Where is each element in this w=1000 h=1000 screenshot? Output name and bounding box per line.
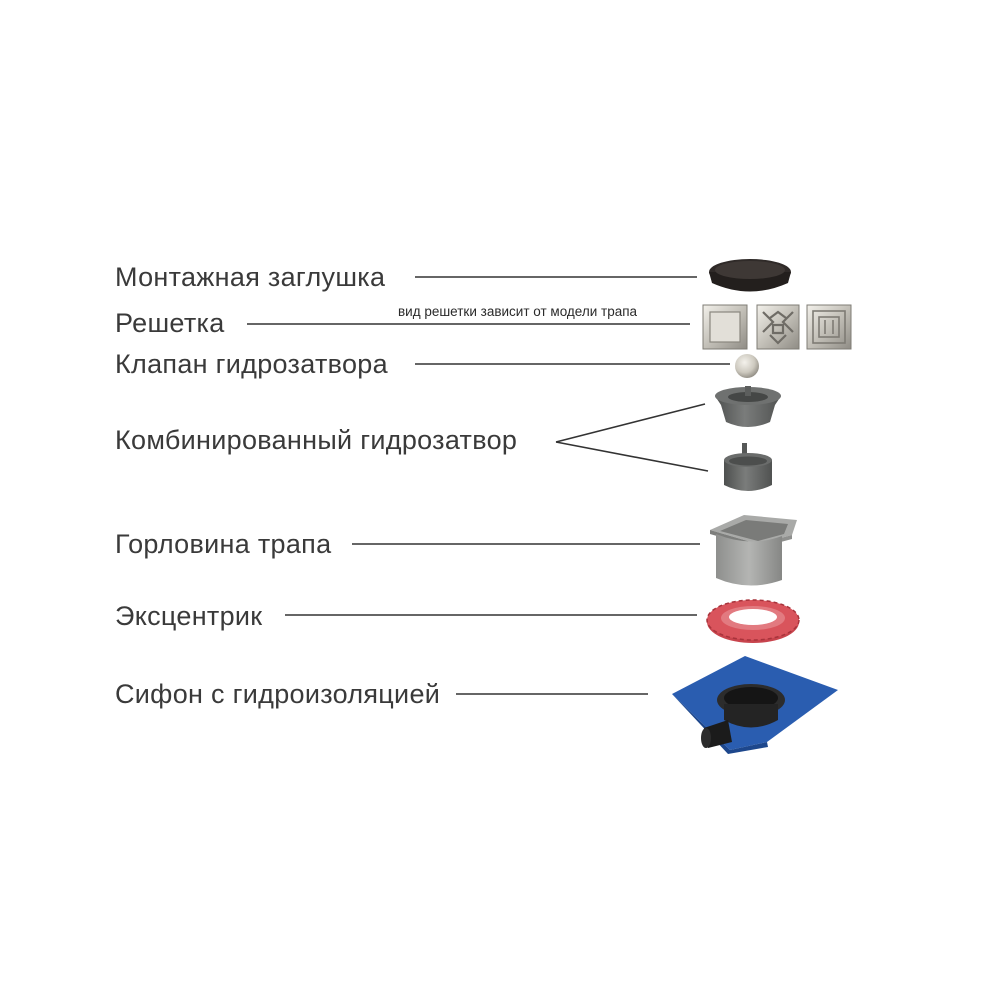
label-siphon: Сифон с гидроизоляцией [115,679,441,709]
leader-combined-upper [555,403,706,443]
grate-variant-plain [702,304,748,350]
grate-variant-pattern [756,304,800,350]
leader-combined-lower [555,441,709,472]
seal-lower-image [724,443,772,491]
label-eccentric: Эксцентрик [115,601,263,631]
siphon-image [672,656,838,754]
label-neck: Горловина трапа [115,529,332,559]
label-valve: Клапан гидрозатвора [115,349,388,379]
seal-upper-image [715,386,781,427]
note-grate-variants: вид решетки зависит от модели трапа [398,304,638,319]
grate-variant-square [806,304,852,350]
plug-image [709,259,791,292]
eccentric-image [706,599,800,643]
neck-image [710,515,797,586]
label-grate: Решетка [115,308,225,338]
valve-ball-image [735,354,759,378]
label-combined-seal: Комбинированный гидрозатвор [115,425,518,455]
label-plug: Монтажная заглушка [115,262,386,292]
leader-lines [247,276,730,695]
